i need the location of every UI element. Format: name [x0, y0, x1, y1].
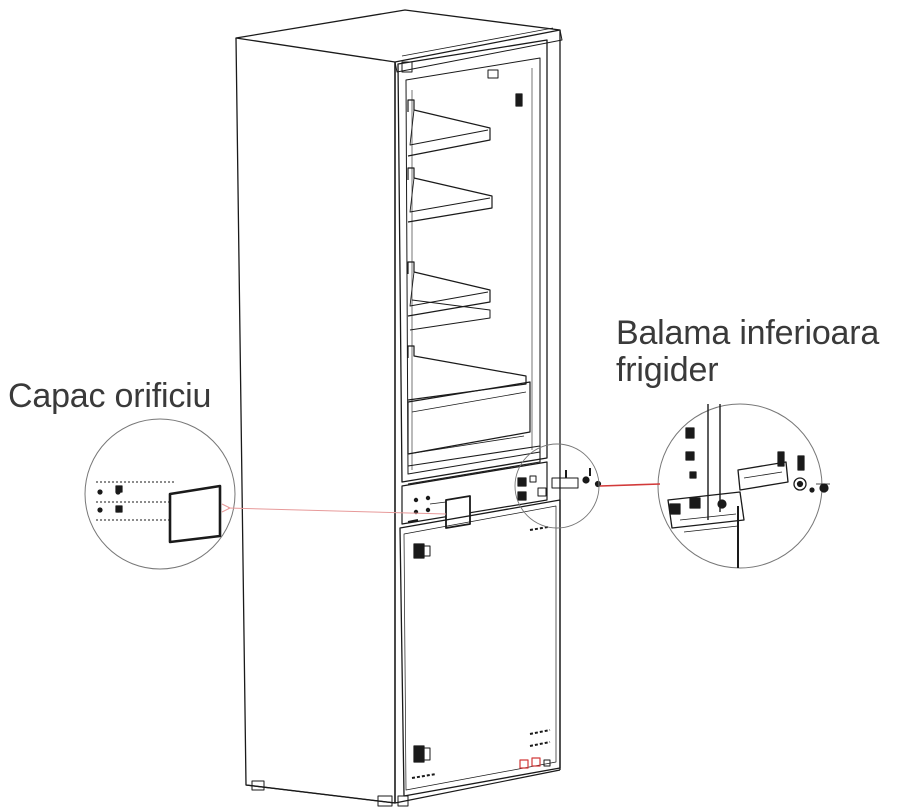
hinge-detail — [657, 403, 830, 569]
lower-hinge-label: Balama inferioara frigider — [616, 314, 880, 390]
divider-section — [401, 461, 602, 529]
fridge-compartment — [397, 39, 548, 485]
detail-callout-markers — [514, 443, 600, 529]
leader-lines — [221, 483, 661, 515]
hole-cover-label: Capac orificiu — [8, 377, 212, 415]
lower-hinge-label-line2: frigider — [616, 351, 719, 390]
lower-hinge-label-line1: Balama inferioara — [616, 314, 880, 352]
freezer-panel — [399, 499, 561, 797]
hole-cover-detail — [84, 418, 236, 570]
